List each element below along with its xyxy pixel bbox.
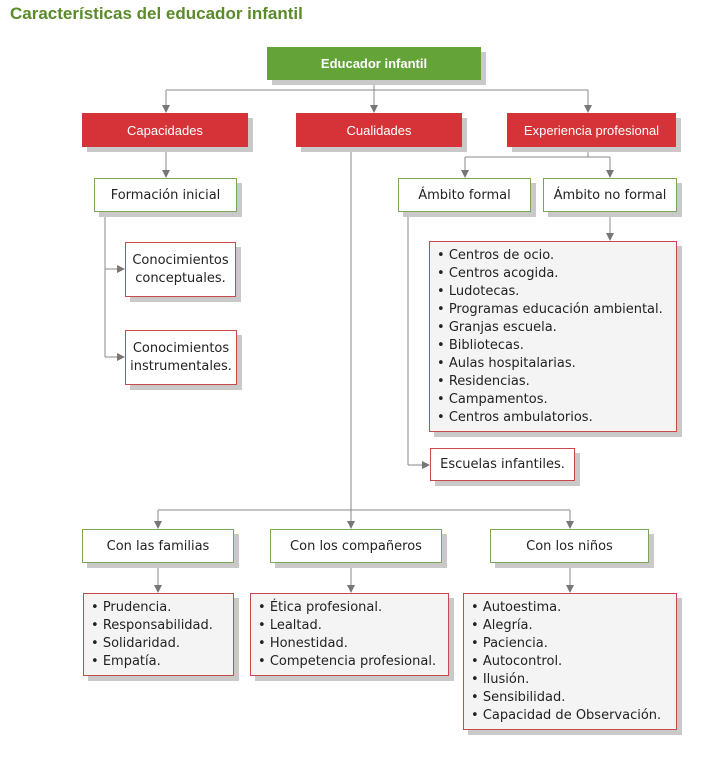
- list-item: Aulas hospitalarias.: [437, 355, 670, 373]
- escuelas-infantiles-node: Escuelas infantiles.: [430, 448, 575, 481]
- conocimientos-conceptuales-node: Conocimientos conceptuales.: [125, 242, 236, 297]
- list-item: Programas educación ambiental.: [437, 301, 670, 319]
- conocimientos-instrumentales-node: Conocimientos instrumentales.: [125, 330, 237, 385]
- list-item: Lealtad.: [258, 617, 442, 635]
- list-item: Centros ambulatorios.: [437, 409, 670, 427]
- list-item: Ludotecas.: [437, 283, 670, 301]
- list-item: Ética profesional.: [258, 599, 442, 617]
- ambito-no-formal-list: Centros de ocio. Centros acogida. Ludote…: [429, 241, 677, 432]
- experiencia-profesional-node: Experiencia profesional: [507, 113, 676, 147]
- ambito-formal-node: Ámbito formal: [398, 178, 531, 212]
- list-item: Autoestima.: [471, 599, 670, 617]
- companeros-list: Ética profesional. Lealtad. Honestidad. …: [250, 593, 449, 676]
- list-item: Prudencia.: [91, 599, 227, 617]
- con-las-familias-node: Con las familias: [82, 529, 234, 563]
- list-item: Ilusión.: [471, 671, 670, 689]
- familias-list: Prudencia. Responsabilidad. Solidaridad.…: [83, 593, 234, 676]
- list-item: Capacidad de Observación.: [471, 707, 670, 725]
- con-los-ninos-node: Con los niños: [490, 529, 649, 563]
- con-los-companeros-node: Con los compañeros: [270, 529, 442, 563]
- ambito-no-formal-node: Ámbito no formal: [543, 178, 677, 212]
- list-item: Granjas escuela.: [437, 319, 670, 337]
- list-item: Autocontrol.: [471, 653, 670, 671]
- list-item: Empatía.: [91, 653, 227, 671]
- list-item: Solidaridad.: [91, 635, 227, 653]
- list-item: Centros acogida.: [437, 265, 670, 283]
- cualidades-node: Cualidades: [296, 113, 462, 147]
- root-node: Educador infantil: [267, 47, 481, 80]
- list-item: Honestidad.: [258, 635, 442, 653]
- list-item: Responsabilidad.: [91, 617, 227, 635]
- list-item: Campamentos.: [437, 391, 670, 409]
- list-item: Alegría.: [471, 617, 670, 635]
- page-title: Características del educador infantil: [10, 4, 303, 23]
- capacidades-node: Capacidades: [82, 113, 248, 147]
- list-item: Centros de ocio.: [437, 247, 670, 265]
- list-item: Competencia profesional.: [258, 653, 442, 671]
- formacion-inicial-node: Formación inicial: [94, 178, 237, 212]
- list-item: Residencias.: [437, 373, 670, 391]
- list-item: Bibliotecas.: [437, 337, 670, 355]
- list-item: Paciencia.: [471, 635, 670, 653]
- list-item: Sensibilidad.: [471, 689, 670, 707]
- ninos-list: Autoestima. Alegría. Paciencia. Autocont…: [463, 593, 677, 730]
